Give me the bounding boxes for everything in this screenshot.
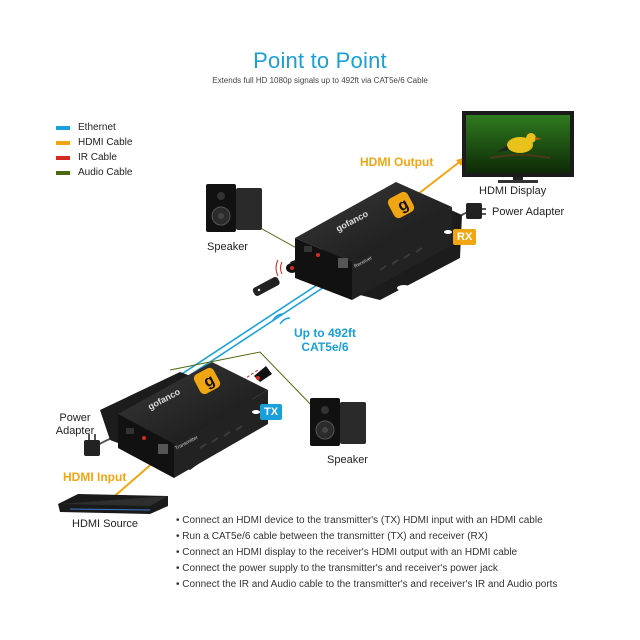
audio-cable-tx — [169, 351, 317, 411]
instruction-item: • Run a CAT5e/6 cable between the transm… — [176, 531, 488, 542]
hdmi-source-label: HDMI Source — [72, 518, 139, 530]
legend-item-ethernet: Ethernet — [56, 120, 132, 135]
legend-item-audio: Audio Cable — [56, 165, 132, 180]
ir-swatch — [56, 155, 70, 160]
instruction-item: • Connect an HDMI device to the transmit… — [176, 515, 543, 526]
cable-break-marks — [272, 313, 291, 325]
ir-receiver-tx-icon — [254, 366, 272, 382]
hdmi-display — [462, 111, 574, 183]
power-adapter-tx-label: Power Adapter — [55, 412, 95, 438]
speaker-rx-label: Speaker — [207, 241, 248, 253]
cable-distance-line2: CAT5e/6 — [301, 340, 349, 354]
speaker-tx-icon — [310, 398, 366, 446]
legend: Ethernet HDMI Cable IR Cable Audio Cable — [56, 120, 132, 180]
tx-badge: TX — [260, 404, 283, 420]
hdmi-output-label: HDMI Output — [360, 155, 434, 169]
power-adapter-tx-icon — [84, 434, 100, 456]
hdmi-input-label: HDMI Input — [63, 470, 127, 484]
legend-label-hdmi: HDMI Cable — [78, 137, 133, 148]
hdmi-display-label: HDMI Display — [479, 185, 547, 197]
cable-distance-label: Up to 492ft CAT5e/6 — [280, 326, 370, 354]
speaker-rx-icon — [206, 184, 262, 232]
legend-item-hdmi: HDMI Cable — [56, 135, 132, 150]
hdmi-swatch — [56, 140, 70, 145]
power-adapter-tx-line2: Adapter — [55, 425, 95, 437]
ethernet-swatch — [56, 125, 70, 130]
audio-swatch — [56, 170, 70, 175]
power-adapter-tx-line1: Power — [59, 412, 91, 424]
legend-label-audio: Audio Cable — [78, 167, 133, 178]
legend-label-ir: IR Cable — [78, 152, 117, 163]
rx-badge: RX — [453, 229, 477, 245]
instructions-list: • Connect an HDMI device to the transmit… — [176, 513, 626, 593]
ir-remote-icon — [252, 276, 280, 296]
receiver-rx-unit: g — [290, 182, 462, 300]
legend-item-ir: IR Cable — [56, 150, 132, 165]
page-title: Point to Point — [253, 48, 387, 73]
instruction-item: • Connect the IR and Audio cable to the … — [176, 579, 558, 590]
speaker-tx-label: Speaker — [327, 454, 368, 466]
legend-label-ethernet: Ethernet — [78, 122, 116, 133]
instruction-item: • Connect an HDMI display to the receive… — [176, 547, 518, 558]
power-adapter-rx-label: Power Adapter — [492, 206, 565, 218]
page-subtitle: Extends full HD 1080p signals up to 492f… — [212, 76, 428, 85]
cable-distance-line1: Up to 492ft — [293, 326, 356, 340]
ir-emitter-rx-icon — [275, 259, 298, 277]
transmitter-tx-unit: g — [100, 362, 268, 478]
hdmi-source-device — [58, 494, 168, 514]
power-adapter-rx-icon — [466, 203, 486, 219]
instruction-item: • Connect the power supply to the transm… — [176, 563, 498, 574]
